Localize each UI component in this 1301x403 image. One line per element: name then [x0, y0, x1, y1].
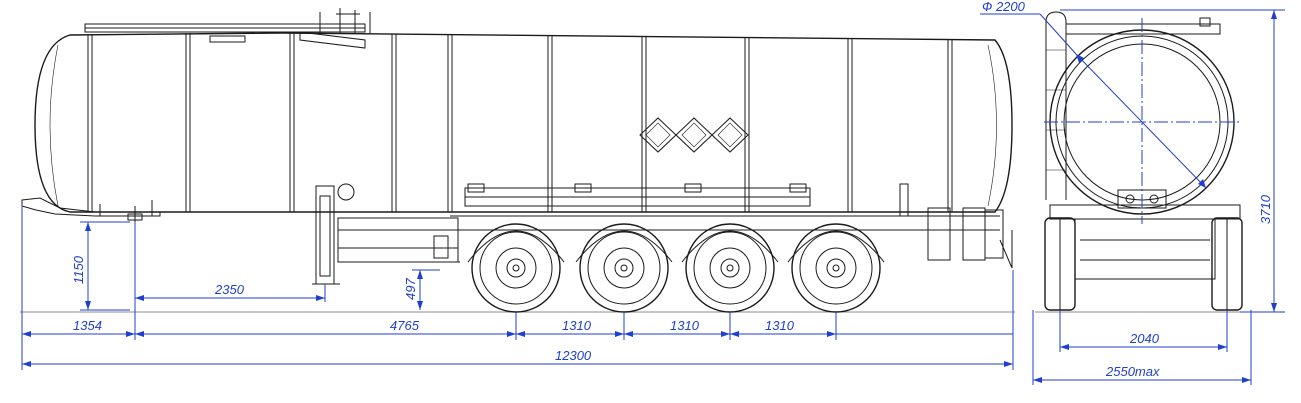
side-view	[20, 8, 1015, 313]
dim-kingpin-to-axle: 4765	[390, 318, 420, 333]
dim-axle-spacing-3: 1310	[765, 318, 795, 333]
dim-ground-clearance: 497	[403, 278, 418, 300]
wheel-axle-3	[681, 223, 779, 313]
dim-axle-spacing-2: 1310	[670, 318, 700, 333]
wheel-axle-4	[787, 223, 885, 313]
rear-view-dimensions: Ф 2200 3710 2040 2550max	[980, 0, 1285, 385]
dim-track-width: 2040	[1129, 331, 1160, 346]
front-coupling	[21, 197, 161, 222]
dim-landing-gear-offset: 2350	[214, 282, 245, 297]
hazard-placard	[639, 117, 749, 153]
dim-overall-length: 12300	[555, 348, 592, 363]
side-view-dimensions: 1150 2350 497 1354 4765 1310 1310 1310 1…	[21, 205, 1014, 370]
dim-coupling-height: 1150	[71, 255, 86, 284]
rear-view	[1035, 11, 1260, 313]
wheel-axle-2	[575, 223, 673, 313]
top-walkway	[84, 8, 371, 49]
dim-overall-width: 2550max	[1105, 364, 1160, 379]
chassis	[450, 183, 1013, 269]
wheel-axle-1	[467, 223, 565, 313]
dim-overall-height: 3710	[1258, 194, 1273, 224]
dim-tank-diameter: Ф 2200	[982, 0, 1026, 14]
landing-gear	[312, 183, 460, 285]
dim-axle-spacing-1: 1310	[562, 318, 592, 333]
tank-body	[34, 32, 1013, 213]
dim-front-overhang: 1354	[73, 318, 102, 333]
